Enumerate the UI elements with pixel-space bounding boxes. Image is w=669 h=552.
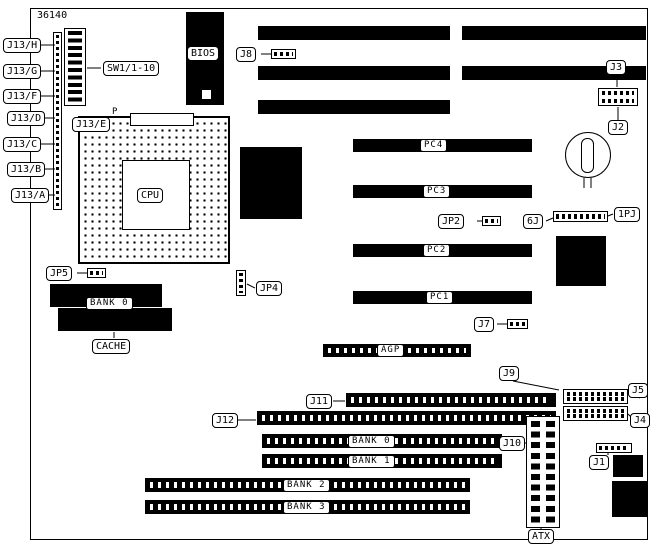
callout-1pj: 1PJ — [614, 207, 641, 222]
j4-header-block — [563, 406, 628, 421]
isa-slot-top-right — [462, 26, 646, 40]
chipset-chip-1 — [240, 147, 302, 219]
isa-slot-bottom-left — [258, 100, 450, 114]
callout-j13b: J13/B — [7, 162, 46, 177]
j3-j2-header — [598, 88, 638, 106]
label-bank1: BANK 1 — [348, 455, 395, 468]
jp4-header — [236, 270, 246, 296]
label-pc4: PC4 — [420, 139, 448, 152]
sw1-dip-switch — [64, 28, 86, 106]
isa-slot-mid-left — [258, 66, 450, 80]
label-agp: AGP — [377, 344, 405, 357]
callout-j13h: J13/H — [3, 38, 42, 53]
callout-jp5: JP5 — [46, 266, 73, 281]
callout-j9: J9 — [499, 366, 520, 381]
label-bank3: BANK 3 — [283, 501, 330, 514]
callout-j11: J11 — [306, 394, 333, 409]
j1-header — [596, 443, 632, 453]
label-bank0: BANK 0 — [348, 435, 395, 448]
cache-chip-2 — [58, 308, 172, 331]
isa-slot-top-left — [258, 26, 450, 40]
dimm-slot-j12 — [257, 411, 556, 425]
j6-1pj-header — [553, 211, 608, 222]
bios-chip-notch — [202, 90, 211, 99]
callout-j13c: J13/C — [3, 137, 42, 152]
callout-j5: J5 — [628, 383, 649, 398]
callout-cache: CACHE — [92, 339, 131, 354]
callout-j4: J4 — [630, 413, 651, 428]
callout-6j: 6J — [523, 214, 544, 229]
callout-j7: J7 — [474, 317, 495, 332]
callout-j3: J3 — [606, 60, 627, 75]
cpu-socket-notch — [130, 113, 194, 126]
label-cache-bank0: BANK 0 — [86, 297, 133, 310]
label-pc3: PC3 — [423, 185, 451, 198]
callout-j13d: J13/D — [7, 111, 46, 126]
j13-pin-strip — [53, 32, 62, 210]
isa-slot-mid-right — [462, 66, 646, 80]
callout-sw1: SW1/1-10 — [103, 61, 160, 76]
callout-j8: J8 — [236, 47, 257, 62]
callout-jp4: JP4 — [256, 281, 283, 296]
atx-power-connector — [526, 416, 560, 528]
callout-j13g: J13/G — [3, 64, 42, 79]
callout-j13e: J13/E — [72, 117, 111, 132]
j8-header — [271, 49, 296, 59]
callout-atx: ATX — [528, 529, 555, 544]
dimm-slot-j11 — [346, 393, 556, 407]
battery-core — [581, 138, 594, 173]
j7-header — [507, 319, 528, 329]
label-bank2: BANK 2 — [283, 479, 330, 492]
cache-chip-1 — [50, 284, 162, 307]
part-number: 36140 — [37, 10, 68, 21]
callout-j13a: J13/A — [11, 188, 50, 203]
ps2-connector-upper — [613, 455, 643, 477]
label-pc2: PC2 — [423, 244, 451, 257]
j5-header-block — [563, 389, 628, 404]
callout-cpu: CPU — [137, 188, 164, 203]
jp2-header — [482, 216, 501, 226]
callout-j12: J12 — [212, 413, 239, 428]
callout-j2: J2 — [608, 120, 629, 135]
jp5-header — [87, 268, 106, 278]
callout-bios: BIOS — [187, 46, 220, 61]
chipset-chip-2 — [556, 236, 606, 286]
label-pc1: PC1 — [426, 291, 454, 304]
callout-jp2: JP2 — [438, 214, 465, 229]
pin1-marker: P — [112, 107, 118, 117]
callout-j13f: J13/F — [3, 89, 42, 104]
callout-j1: J1 — [589, 455, 610, 470]
ps2-connector-lower — [612, 481, 648, 517]
callout-j10: J10 — [499, 436, 526, 451]
